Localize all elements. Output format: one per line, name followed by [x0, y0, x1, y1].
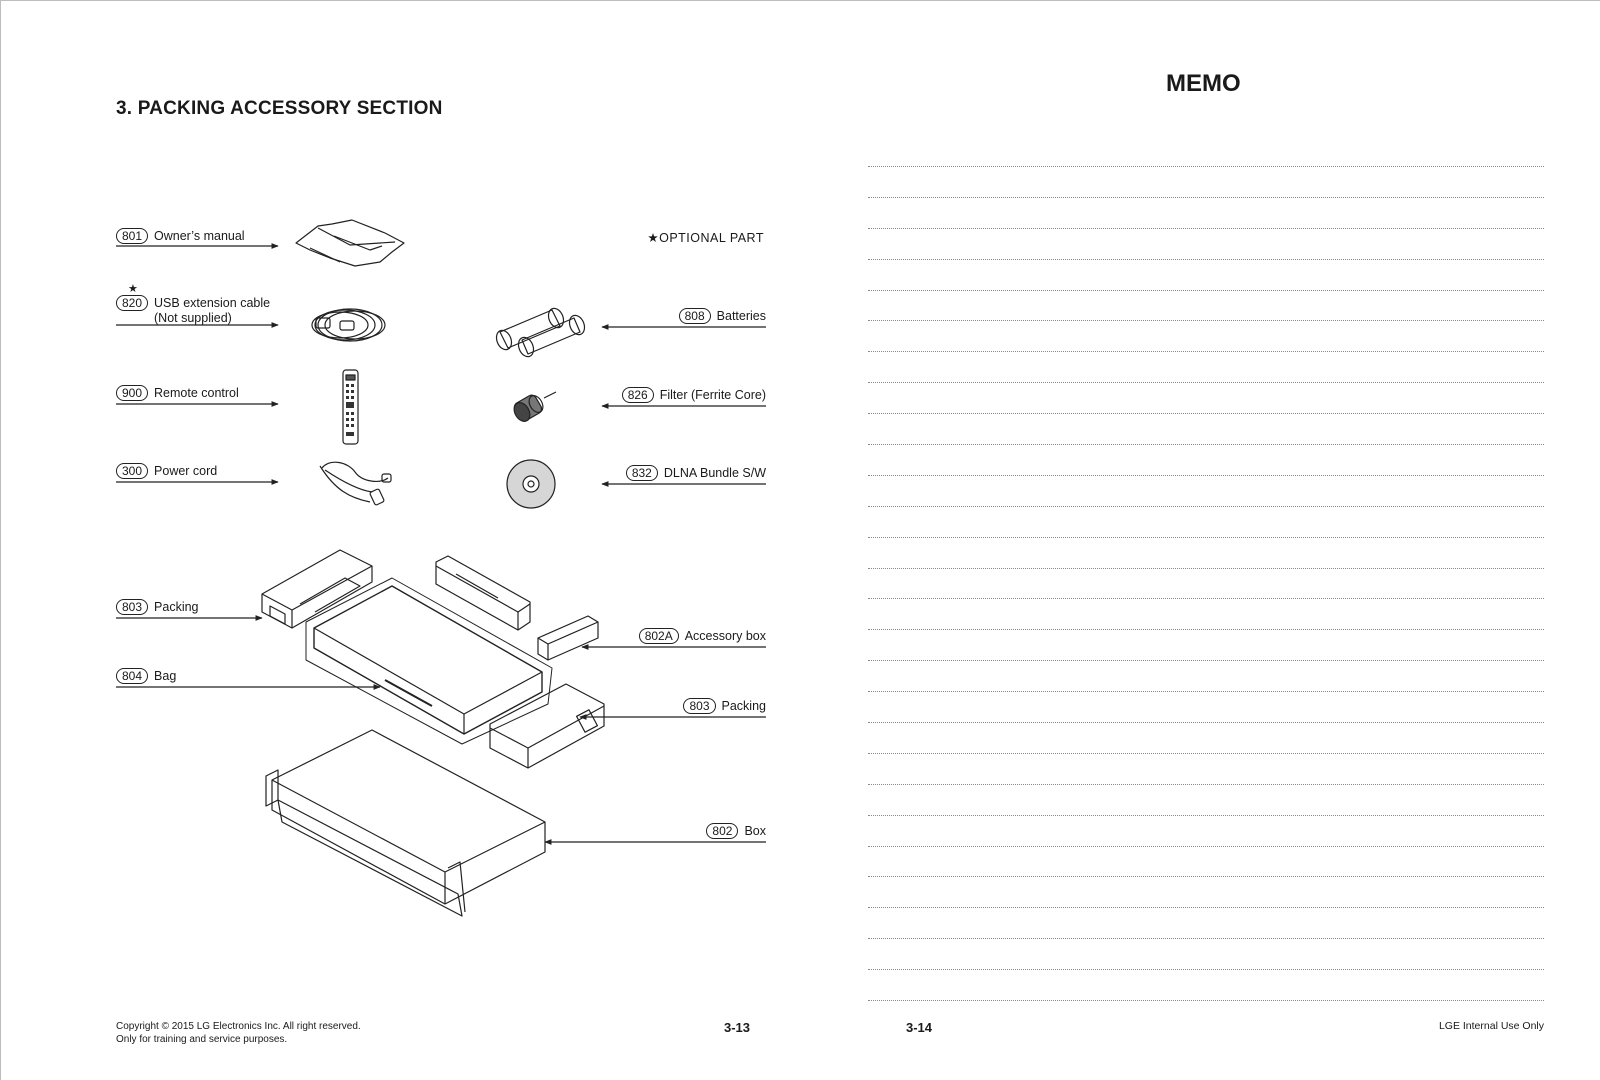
- memo-line: [868, 691, 1544, 722]
- memo-line: [868, 598, 1544, 629]
- packing-exploded-diagram: [116, 219, 766, 917]
- part-832-number: 832: [625, 465, 658, 481]
- remote-control-illustration: [342, 369, 359, 445]
- memo-line: [868, 382, 1544, 413]
- memo-line: [868, 320, 1544, 351]
- optional-part-note: ★OPTIONAL PART: [647, 231, 764, 245]
- left-page: 3. PACKING ACCESSORY SECTION: [116, 98, 766, 1046]
- batteries-illustration: [495, 307, 586, 358]
- memo-line: [868, 505, 1544, 537]
- part-804-number: 804: [116, 668, 149, 684]
- part-820-sublabel: (Not supplied): [154, 311, 232, 325]
- copyright-line-2: Only for training and service purposes.: [116, 1034, 288, 1045]
- memo-line: [868, 258, 1544, 290]
- packing-top-illustration: [435, 555, 531, 631]
- part-300-number: 300: [116, 463, 149, 479]
- main-unit-illustration: [313, 585, 543, 735]
- accessory-box-illustration: [537, 615, 599, 661]
- memo-line: [868, 814, 1544, 846]
- memo-line: [868, 413, 1544, 444]
- memo-line: [868, 783, 1544, 815]
- packing-left-illustration: [261, 549, 373, 629]
- memo-line: [868, 536, 1544, 568]
- copyright-line-1: Copyright © 2015 LG Electronics Inc. All…: [116, 1021, 361, 1032]
- packing-bottom-illustration: [489, 683, 605, 769]
- memo-line: [868, 907, 1544, 938]
- copyright-notice: Copyright © 2015 LG Electronics Inc. All…: [116, 1020, 361, 1046]
- part-808-number: 808: [678, 308, 711, 324]
- page-left-border: [0, 0, 1, 1080]
- part-803-left-number: 803: [116, 599, 149, 615]
- memo-line: [868, 227, 1544, 259]
- internal-use-note: LGE Internal Use Only: [1438, 1020, 1544, 1032]
- memo-line: [868, 166, 1544, 197]
- optional-star-icon: ★: [128, 283, 138, 295]
- part-801-number: 801: [116, 228, 149, 244]
- memo-line: [868, 969, 1544, 1000]
- memo-line: [868, 845, 1544, 877]
- ferrite-core-illustration: [513, 391, 557, 422]
- cd-disc-illustration: [506, 459, 556, 509]
- part-900-number: 900: [116, 385, 149, 401]
- page-top-border: [0, 0, 1600, 1]
- power-cord-illustration: [319, 461, 392, 506]
- memo-line: [868, 752, 1544, 784]
- memo-line: [868, 938, 1544, 969]
- part-803-right-number: 803: [683, 698, 716, 714]
- memo-line: [868, 289, 1544, 321]
- memo-line: [868, 196, 1544, 228]
- part-802-number: 802: [706, 823, 739, 839]
- section-title: 3. PACKING ACCESSORY SECTION: [116, 98, 443, 119]
- outer-box-illustration: [265, 729, 546, 917]
- usb-cable-illustration: [311, 308, 386, 342]
- memo-line: [868, 629, 1544, 660]
- right-page: MEMO 3-14 LGE Internal Use Only: [800, 0, 1600, 1080]
- memo-line: [868, 474, 1544, 506]
- page-number-left: 3-13: [724, 1020, 751, 1035]
- page-number-right: 3-14: [906, 1020, 933, 1035]
- part-802a-number: 802A: [638, 628, 679, 644]
- memo-line: [868, 1000, 1544, 1031]
- memo-line: [868, 567, 1544, 599]
- memo-lines: [868, 166, 1544, 1031]
- bag-outline: [305, 577, 553, 745]
- memo-line: [868, 722, 1544, 753]
- memo-line: [868, 444, 1544, 475]
- memo-title: MEMO: [1166, 70, 1241, 97]
- owners-manual-illustration: [295, 219, 405, 267]
- part-820-number: 820: [116, 295, 149, 311]
- memo-line: [868, 660, 1544, 691]
- memo-line: [868, 351, 1544, 382]
- part-826-number: 826: [621, 387, 654, 403]
- memo-line: [868, 876, 1544, 907]
